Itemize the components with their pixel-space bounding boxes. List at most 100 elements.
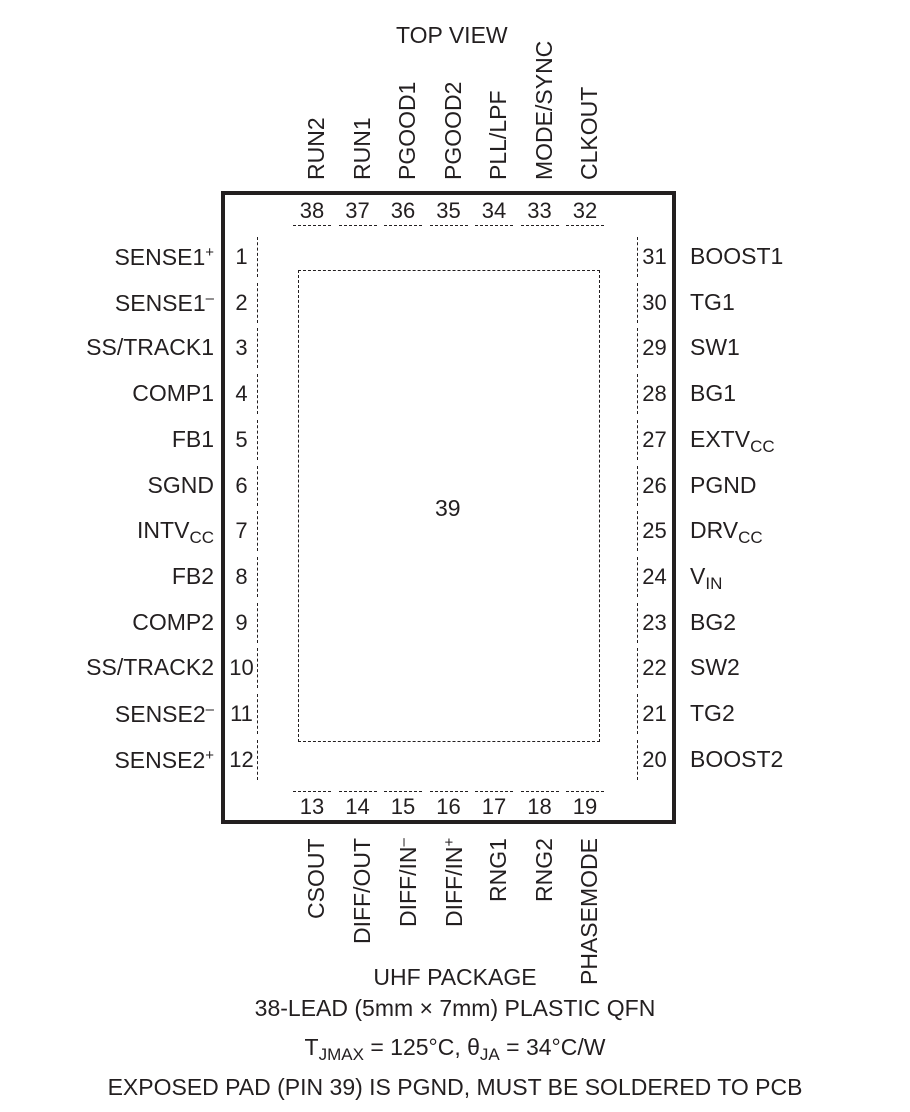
pin-21-box: 21 [637, 694, 671, 734]
pin-number: 38 [299, 197, 325, 223]
pin-name-superscript: – [205, 289, 214, 307]
pin-label-20: BOOST2 [690, 745, 784, 772]
pin-number: 4 [235, 381, 248, 407]
pin-name-subscript: CC [738, 528, 763, 548]
pin-22-box: 22 [637, 648, 671, 689]
pin-37-box: 37 [338, 196, 377, 226]
pin-name: DIFF/IN [440, 846, 467, 928]
pin-number: 31 [642, 244, 667, 269]
pin-name: SW1 [690, 334, 740, 361]
pin-14-box: 14 [338, 791, 377, 821]
pin-31-box: 31 [637, 237, 671, 277]
pin-6-box: 6 [226, 465, 258, 506]
pin-name: BOOST2 [690, 745, 784, 772]
pin-label-27: EXTVCC [690, 427, 775, 455]
pin-label-28: BG1 [690, 382, 736, 405]
pin-label-2: SENSE1– [4, 291, 214, 315]
package-description: 38-LEAD (5mm × 7mm) PLASTIC QFN [254, 995, 656, 1021]
pin-number: 20 [642, 746, 667, 772]
pin-12-box: 12 [226, 739, 258, 780]
pin-number: 15 [390, 793, 416, 819]
pin-8-box: 8 [226, 556, 258, 597]
pin-label-8: FB2 [4, 562, 214, 589]
pin-label-7: INTVCC [4, 517, 214, 548]
pin-number: 28 [642, 381, 667, 407]
pin-number: 24 [642, 563, 667, 589]
pin-name: SW2 [690, 654, 740, 681]
pin-name: INTV [137, 517, 190, 544]
pin-name: SENSE1 [114, 289, 206, 316]
pin-label-29: SW1 [690, 336, 740, 359]
pin-11-box: 11 [226, 694, 258, 734]
pin-name: FB2 [171, 562, 214, 589]
pin-28-box: 28 [637, 374, 671, 415]
pin-27-box: 27 [637, 419, 671, 460]
pin-17-box: 17 [475, 791, 513, 821]
pin-2-box: 2 [226, 282, 258, 323]
pin-name-superscript: – [395, 838, 412, 847]
pin-number: 33 [527, 197, 552, 223]
pin-name: SENSE2 [114, 701, 206, 727]
pin-name-superscript: + [205, 746, 214, 764]
pin-number: 22 [642, 655, 667, 681]
pin-number: 25 [642, 518, 667, 544]
pin-number: 29 [642, 335, 667, 361]
pin-name: BG1 [690, 380, 737, 407]
pin-name: DRV [690, 517, 739, 544]
pin-name: COMP1 [132, 380, 214, 407]
tjmax-subscript: JMAX [318, 1045, 364, 1064]
pin-name: BG2 [690, 608, 737, 635]
pin-name: RNG1 [485, 838, 511, 902]
pin-label-11: SENSE2– [4, 702, 214, 726]
pin-label-37: RUN1 [348, 117, 375, 180]
pin-name: DIFF/IN [395, 846, 421, 928]
pin-label-15: DIFF/IN– [395, 838, 421, 928]
pin-number: 32 [572, 197, 598, 223]
pin-number: 34 [481, 197, 507, 223]
pin-number: 26 [642, 472, 667, 498]
pin-label-24: VIN [690, 564, 723, 593]
pin-3-box: 3 [226, 328, 258, 369]
pin-number: 27 [642, 426, 667, 452]
pin-4-box: 4 [226, 374, 258, 415]
pin-number: 11 [230, 701, 253, 726]
pin-number: 1 [235, 244, 248, 269]
pin-name-subscript: IN [705, 573, 723, 593]
pin-label-33: MODE/SYNC [530, 40, 557, 180]
pin-label-14: DIFF/OUT [349, 838, 375, 944]
pin-name-superscript: + [440, 837, 458, 847]
pin-label-30: TG1 [690, 290, 735, 314]
pin-number: 3 [235, 335, 248, 361]
pin-number: 10 [229, 655, 254, 681]
pin-name-superscript: – [205, 701, 214, 718]
pin-name: COMP2 [132, 608, 214, 635]
pin-number: 18 [527, 793, 552, 819]
pin-1-box: 1 [226, 237, 258, 277]
pin-35-box: 35 [429, 196, 468, 226]
pin-name: SGND [147, 471, 214, 498]
pin-label-13: CSOUT [303, 838, 329, 920]
pin-10-box: 10 [226, 648, 258, 689]
pin-16-box: 16 [429, 791, 468, 821]
pin-number: 17 [481, 793, 507, 819]
pin-number: 36 [390, 197, 416, 223]
pin-26-box: 26 [637, 465, 671, 506]
pin-name: TG2 [690, 700, 735, 726]
pin-label-31: BOOST1 [690, 245, 783, 268]
exposed-pad-note: EXPOSED PAD (PIN 39) IS PGND, MUST BE SO… [107, 1074, 803, 1100]
pin-19-box: 19 [566, 791, 604, 821]
pin-33-box: 33 [520, 196, 559, 226]
pin-name-subscript: CC [189, 528, 214, 548]
pin-name: RNG2 [530, 838, 557, 902]
pin-name: CSOUT [303, 838, 329, 920]
pin-name: SS/TRACK2 [86, 654, 214, 681]
thermal-spec: TJMAX = 125°C, θJA = 34°C/W [0, 1034, 910, 1064]
tjmax-value: = 125°C, [363, 1034, 468, 1060]
tjmax-symbol: T [304, 1034, 319, 1060]
pin-15-box: 15 [384, 791, 422, 821]
pin-label-4: COMP1 [4, 382, 214, 405]
pin-number: 2 [235, 289, 248, 315]
pin-label-22: SW2 [690, 656, 740, 679]
pin-label-18: RNG2 [530, 838, 557, 902]
pin-number: 23 [642, 609, 667, 635]
